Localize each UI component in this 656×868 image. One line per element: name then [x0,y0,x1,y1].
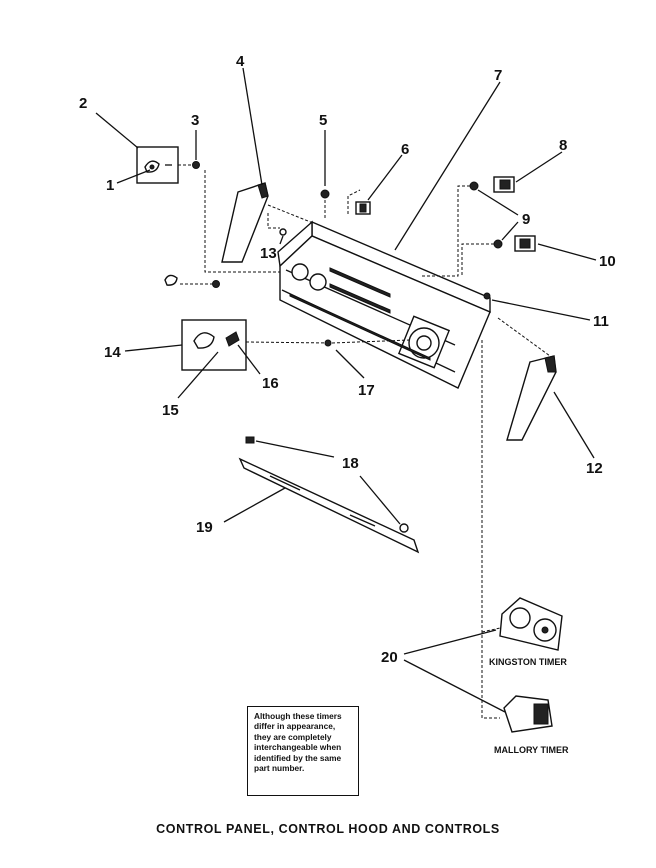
callout-8: 8 [559,137,567,154]
control-panel-hood-part-7 [277,220,491,389]
switch-part-8 [493,176,515,193]
callout-17: 17 [358,382,375,399]
callout-3: 3 [191,112,199,129]
callout-19: 19 [196,519,213,536]
callout-15: 15 [162,402,179,419]
callout-14: 14 [104,344,121,361]
switch-part-6 [355,201,371,215]
page-caption: CONTROL PANEL, CONTROL HOOD AND CONTROLS [156,822,500,836]
callout-6: 6 [401,141,409,158]
kingston-timer [499,597,563,651]
mallory-timer [503,695,553,733]
knob-kit-part-2 [136,146,179,184]
callout-2: 2 [79,95,87,112]
callout-20: 20 [381,649,398,666]
callout-9: 9 [522,211,530,228]
callout-13: 13 [260,245,277,262]
mallory-timer-label: MALLORY TIMER [494,745,569,755]
callout-10: 10 [599,253,616,270]
callout-18: 18 [342,455,359,472]
callout-5: 5 [319,112,327,129]
callout-16: 16 [262,375,279,392]
end-cap-left-part-4 [221,182,269,263]
switch-part-10 [514,235,536,252]
callout-11: 11 [593,313,609,330]
knob-kit-part-14 [181,319,247,371]
kingston-timer-label: KINGSTON TIMER [489,657,567,667]
bracket-part-19 [238,457,420,554]
callout-1: 1 [106,177,114,194]
callout-7: 7 [494,67,502,84]
end-cap-right-part-12 [506,355,557,441]
timer-note: Although these timers differ in appearan… [247,706,359,796]
callout-4: 4 [236,53,245,70]
callout-12: 12 [586,460,603,477]
